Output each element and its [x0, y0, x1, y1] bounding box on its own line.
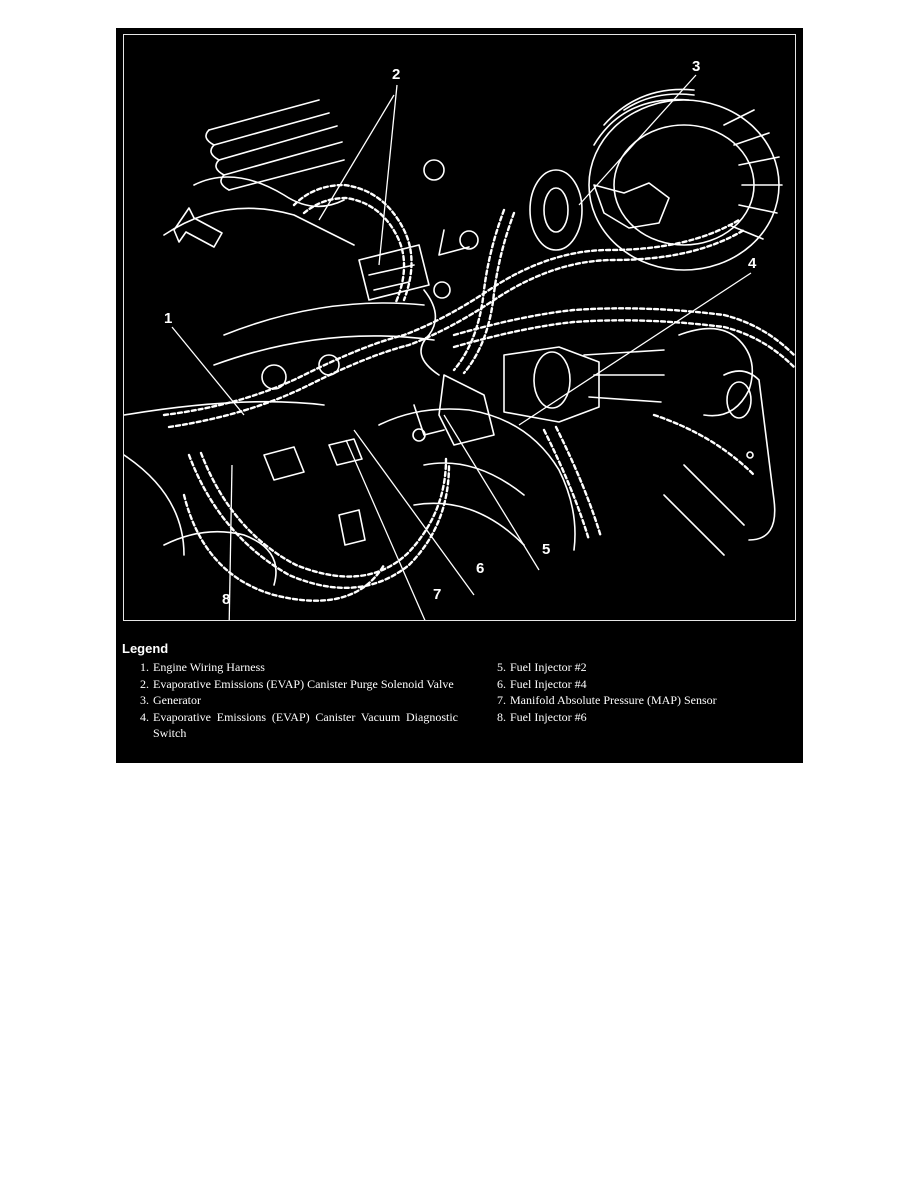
- legend-item-text: Fuel Injector #6: [510, 709, 587, 724]
- engine-illustration: 2 3 4 1 5 6 7 8: [123, 34, 796, 621]
- legend-item-text: Fuel Injector #2: [510, 660, 587, 674]
- callout-6: 6: [476, 560, 484, 577]
- legend-item-text: Evaporative Emissions (EVAP) Canister Pu…: [153, 676, 454, 691]
- legend-item: 7. Manifold Absolute Pressure (MAP) Sens…: [497, 692, 797, 709]
- legend-item: 6. Fuel Injector #4: [497, 676, 797, 693]
- legend-item: 1. Engine Wiring Harness: [140, 659, 458, 676]
- callout-5: 5: [542, 541, 550, 558]
- legend-item-number: 3.: [140, 693, 149, 707]
- callout-3: 3: [692, 58, 700, 75]
- callout-labels: 2 3 4 1 5 6 7 8: [164, 58, 757, 608]
- diagram-panel: 2 3 4 1 5 6 7 8 Legend 1. Engine Wiring …: [116, 28, 803, 763]
- legend-item: 8. Fuel Injector #6: [497, 709, 797, 726]
- callout-8: 8: [222, 591, 230, 608]
- legend-item-number: 1.: [140, 660, 149, 674]
- callout-2: 2: [392, 66, 400, 83]
- legend-item-text: Engine Wiring Harness: [153, 660, 265, 674]
- legend-item: 5. Fuel Injector #2: [497, 659, 797, 676]
- legend: Legend 1. Engine Wiring Harness 2. Evapo…: [122, 641, 798, 759]
- legend-title: Legend: [122, 641, 169, 656]
- legend-column-right: 5. Fuel Injector #2 6. Fuel Injector #4 …: [497, 659, 797, 725]
- legend-item: 3. Generator: [140, 692, 458, 709]
- legend-column-left: 1. Engine Wiring Harness 2. Evaporative …: [140, 659, 458, 742]
- legend-item: 2. Evaporative Emissions (EVAP) Canister…: [140, 676, 458, 693]
- callout-4: 4: [748, 255, 757, 272]
- leader-lines: [171, 74, 752, 620]
- legend-item-number: 7.: [497, 693, 506, 707]
- callout-7: 7: [433, 586, 441, 603]
- legend-item-text: Fuel Injector #4: [510, 676, 587, 691]
- legend-item-text: Generator: [153, 693, 201, 707]
- legend-item-text: Manifold Absolute Pressure (MAP) Sensor: [510, 693, 717, 707]
- engine-drawing: [124, 88, 795, 602]
- legend-item-number: 8.: [497, 709, 506, 724]
- legend-item-number: 2.: [140, 676, 149, 691]
- callout-1: 1: [164, 310, 172, 327]
- legend-item-number: 6.: [497, 676, 506, 691]
- legend-item-text: Evaporative Emissions (EVAP) Canister Va…: [153, 709, 458, 741]
- legend-item: 4. Evaporative Emissions (EVAP) Canister…: [140, 709, 458, 742]
- legend-item-number: 4.: [140, 709, 149, 724]
- legend-item-number: 5.: [497, 660, 506, 674]
